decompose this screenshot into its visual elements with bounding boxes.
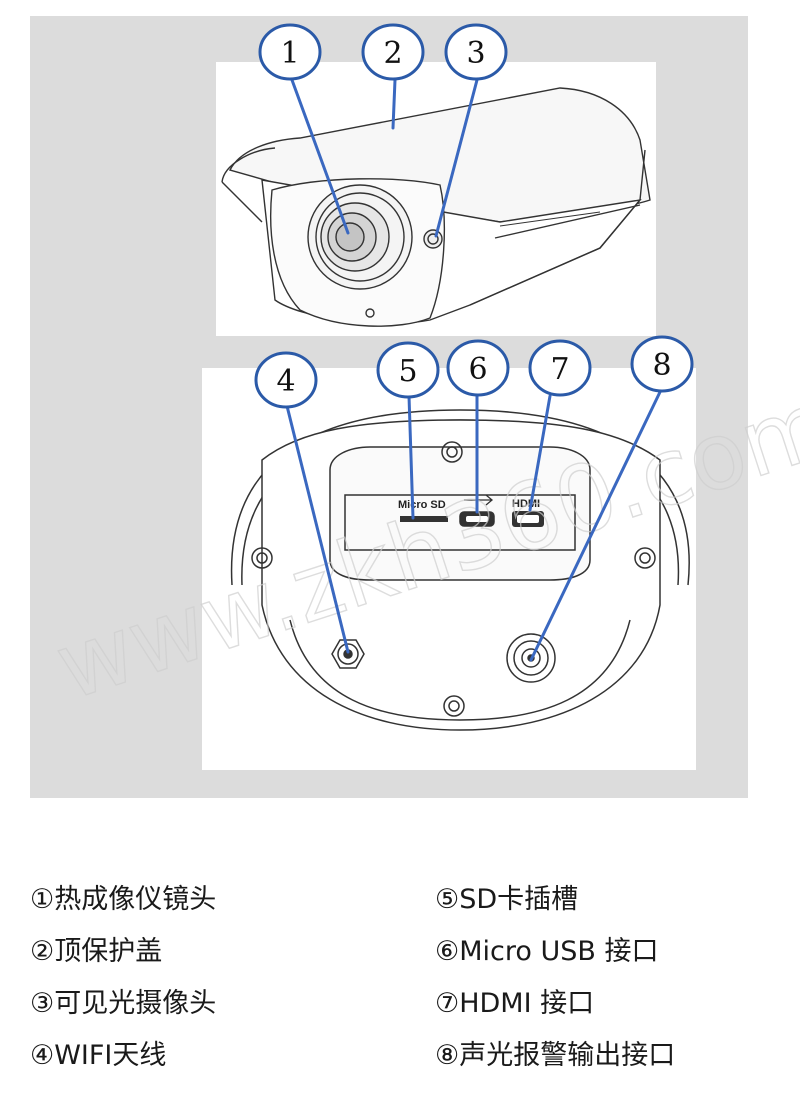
camera-diagram: Micro SD HDMI www.zkh360.com 1 (43, 23, 800, 731)
hdmi-port: HDMI (512, 498, 544, 527)
callout-4: 4 (254, 351, 318, 409)
svg-text:3: 3 (466, 36, 485, 71)
legend-item-micro-usb: ⑥Micro USB 接口 (435, 936, 659, 967)
legend-item-wifi-antenna: ④WIFI天线 (30, 1040, 167, 1071)
thermal-lens (307, 184, 413, 290)
micro-sd-slot: Micro SD (398, 499, 448, 522)
svg-text:4: 4 (276, 364, 295, 399)
callout-7: 7 (528, 339, 592, 397)
callout-2: 2 (361, 23, 425, 81)
component-legend: ①热成像仪镜头 ②顶保护盖 ③可见光摄像头 ④WIFI天线 ⑤SD卡插槽 ⑥Mi… (0, 870, 800, 1090)
legend-item-top-cover: ②顶保护盖 (30, 936, 163, 967)
callout-5: 5 (376, 341, 440, 399)
micro-usb-port (459, 494, 495, 527)
legend-item-hdmi: ⑦HDMI 接口 (435, 988, 595, 1019)
legend-item-alarm-output: ⑧声光报警输出接口 (435, 1040, 676, 1071)
svg-text:6: 6 (468, 352, 487, 387)
callout-8: 8 (630, 335, 694, 393)
callout-6: 6 (446, 339, 510, 397)
legend-item-sd-slot: ⑤SD卡插槽 (435, 884, 579, 915)
svg-text:7: 7 (550, 352, 569, 387)
svg-text:5: 5 (398, 354, 417, 389)
visible-light-camera (423, 229, 443, 249)
svg-text:8: 8 (652, 348, 671, 383)
callout-3: 3 (444, 23, 508, 81)
camera-housing-front (221, 87, 651, 327)
svg-text:Micro SD: Micro SD (398, 499, 446, 511)
callout-lines (285, 78, 662, 662)
svg-text:1: 1 (280, 36, 299, 71)
callout-1: 1 (258, 23, 322, 81)
svg-text:2: 2 (383, 36, 402, 71)
legend-item-visible-camera: ③可见光摄像头 (30, 988, 217, 1019)
legend-item-thermal-lens: ①热成像仪镜头 (30, 884, 217, 915)
wifi-antenna-connector (331, 639, 365, 669)
